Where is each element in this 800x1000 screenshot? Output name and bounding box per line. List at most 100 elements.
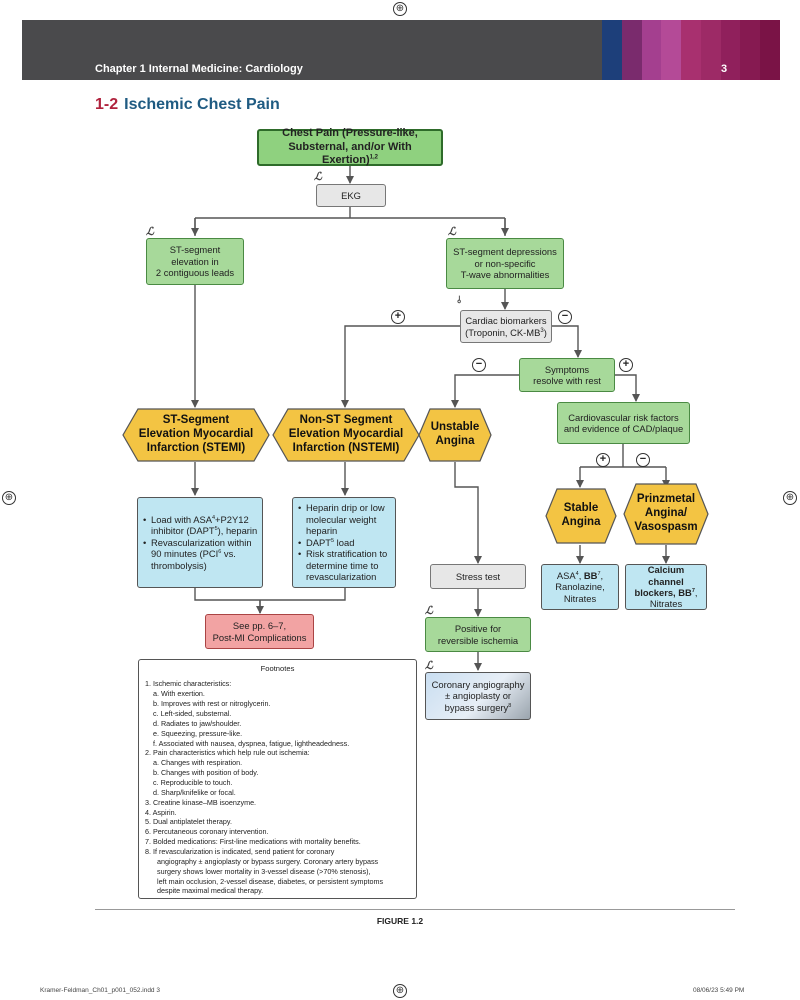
positive-line1: Positive for — [454, 623, 502, 635]
footnote-line: b. Improves with rest or nitroglycerin. — [153, 699, 271, 709]
stable-line2: Angina — [561, 516, 601, 528]
symptoms-line2: resolve with rest — [533, 375, 601, 386]
footnotes-list: 1. Ischemic characteristics:a. With exer… — [145, 679, 410, 896]
page-number: 3 — [721, 63, 728, 75]
registration-mark-icon: ⊕ — [2, 491, 16, 505]
risk-line1: Cardiovascular risk factors — [568, 411, 679, 423]
coronary-line3: bypass surgery — [444, 701, 509, 713]
prinzmetal-line1: Prinzmetal — [636, 493, 696, 506]
header-stripe — [700, 20, 721, 80]
stable-line1: Stable — [563, 502, 599, 515]
footnote-line: f. Associated with nausea, dyspnea, fati… — [153, 738, 350, 748]
coronary-line2: ± angioplasty or — [444, 690, 512, 702]
coronary-line1: Coronary angiography — [431, 678, 525, 690]
coronary-footnote-ref: 8 — [508, 702, 512, 709]
see-pp-line2: Post-MI Complications — [212, 631, 307, 643]
chest-pain-line2: Substernal, and/or With Exertion) — [288, 140, 412, 167]
registration-mark-icon: ⊕ — [393, 2, 407, 16]
st-depression-line3: T-wave abnormalities — [460, 269, 550, 281]
unstable-line2: Angina — [435, 435, 475, 447]
footnote-line: b. Changes with position of body. — [153, 768, 259, 778]
symptoms-line1: Symptoms — [544, 363, 590, 375]
nstemi-line3: Infarction (NSTEMI) — [292, 441, 400, 454]
st-elevation-line1: ST-segment — [169, 244, 221, 256]
nstemi-line1: Non-ST Segment — [299, 414, 393, 427]
footnote-line: a. Changes with respiration. — [153, 758, 243, 768]
section-title-text: Ischemic Chest Pain — [124, 96, 280, 113]
cross-reference-icon: ℒ — [425, 660, 433, 672]
header-stripe — [681, 20, 701, 80]
biomarkers-line2-end: ) — [543, 326, 547, 338]
st-elevation-line3: 2 contiguous leads — [155, 267, 235, 279]
footnote-line: c. Reproducible to touch. — [153, 777, 233, 787]
stemi-line1: ST-Segment — [162, 414, 230, 427]
nstemi-tx-item-2: DAPT5 load — [298, 537, 391, 549]
header-stripe — [720, 20, 741, 80]
nstemi-line2: Elevation Myocardial — [288, 428, 404, 441]
biomarkers-line2: (Troponin, CK-MB — [465, 326, 541, 338]
positive-line2: reversible ischemia — [437, 634, 519, 646]
footnote-line: c. Left-sided, substernal. — [153, 708, 232, 718]
footnote-line: 4. Aspirin. — [145, 807, 177, 817]
positive-result-icon: + — [391, 310, 405, 324]
footnote-line: 1. Ischemic characteristics: — [145, 679, 232, 689]
footnote-line: 7. Bolded medications: First-line medica… — [145, 837, 361, 847]
registration-mark-icon: ⊕ — [393, 984, 407, 998]
footnote-line: 6. Percutaneous coronary intervention. — [145, 827, 269, 837]
footnote-line: surgery shows lower mortality in 3-vesse… — [157, 866, 371, 876]
footnote-line: angiography ± angioplasty or bypass surg… — [157, 856, 379, 866]
st-elevation-line2: elevation in — [171, 255, 219, 267]
figure-caption: FIGURE 1.2 — [376, 916, 424, 926]
nstemi-treatment-box: Heparin drip or low molecular weight hep… — [292, 497, 396, 588]
positive-result-icon: + — [619, 358, 633, 372]
stress-test-node: Stress test — [430, 564, 526, 589]
footnote-line: 5. Dual antiplatelet therapy. — [145, 817, 232, 827]
chest-pain-node: Chest Pain (Pressure-like,Substernal, an… — [257, 127, 443, 167]
chapter-title: Chapter 1 Internal Medicine: Cardiology — [95, 63, 303, 75]
stemi-line3: Infarction (STEMI) — [146, 441, 246, 454]
cross-reference-icon: ℒ — [425, 605, 433, 617]
nstemi-tx-item-1: Heparin drip or low molecular weight hep… — [298, 502, 391, 536]
cross-reference-icon: ℒ — [448, 226, 456, 238]
footer-timestamp: 08/06/23 5:49 PM — [693, 987, 745, 994]
biomarkers-line1: Cardiac biomarkers — [465, 315, 547, 327]
footnote-line: 2. Pain characteristics which help rule … — [145, 748, 310, 758]
cross-reference-icon: ℒ — [146, 226, 154, 238]
footer-file-info: Kramer-Feldman_Ch01_p001_052.indd 3 — [40, 987, 160, 994]
negative-result-icon: − — [558, 310, 572, 324]
negative-result-icon: − — [472, 358, 486, 372]
chest-pain-line1: Chest Pain (Pressure-like, — [282, 127, 418, 140]
header-color-stripes — [602, 20, 781, 80]
see-pp-line1: See pp. 6–7, — [232, 620, 287, 632]
prinzmetal-line3: Vasospasm — [634, 520, 698, 533]
footnote-line: 8. If revascularization is indicated, se… — [145, 847, 335, 856]
see-pages-post-mi-node: See pp. 6–7,Post-MI Complications — [205, 614, 314, 649]
footnote-line: e. Squeezing, pressure-like. — [153, 728, 243, 738]
header-stripe — [740, 20, 761, 80]
footnote-line: d. Sharp/knifelike or focal. — [153, 787, 236, 797]
caption-rule — [95, 909, 735, 910]
nstemi-tx-item-3: Risk stratification to determine time to… — [298, 548, 391, 582]
st-depression-line2: or non-specific — [474, 257, 536, 269]
test-tube-icon: ⫰ — [457, 295, 462, 306]
footnote-line: d. Radiates to jaw/shoulder. — [153, 718, 242, 728]
unstable-line1: Unstable — [430, 421, 480, 434]
ekg-node: EKG — [316, 184, 386, 207]
chest-pain-footnote-ref: 1,2 — [369, 154, 379, 161]
risk-line2: and evidence of CAD/plaque — [563, 423, 684, 434]
header-stripe — [602, 20, 622, 80]
stemi-tx-item-1: Load with ASA4+P2Y12 inhibitor (DAPT5), … — [143, 514, 258, 537]
stemi-treatment-box: Load with ASA4+P2Y12 inhibitor (DAPT5), … — [137, 497, 263, 588]
registration-mark-icon: ⊕ — [783, 491, 797, 505]
